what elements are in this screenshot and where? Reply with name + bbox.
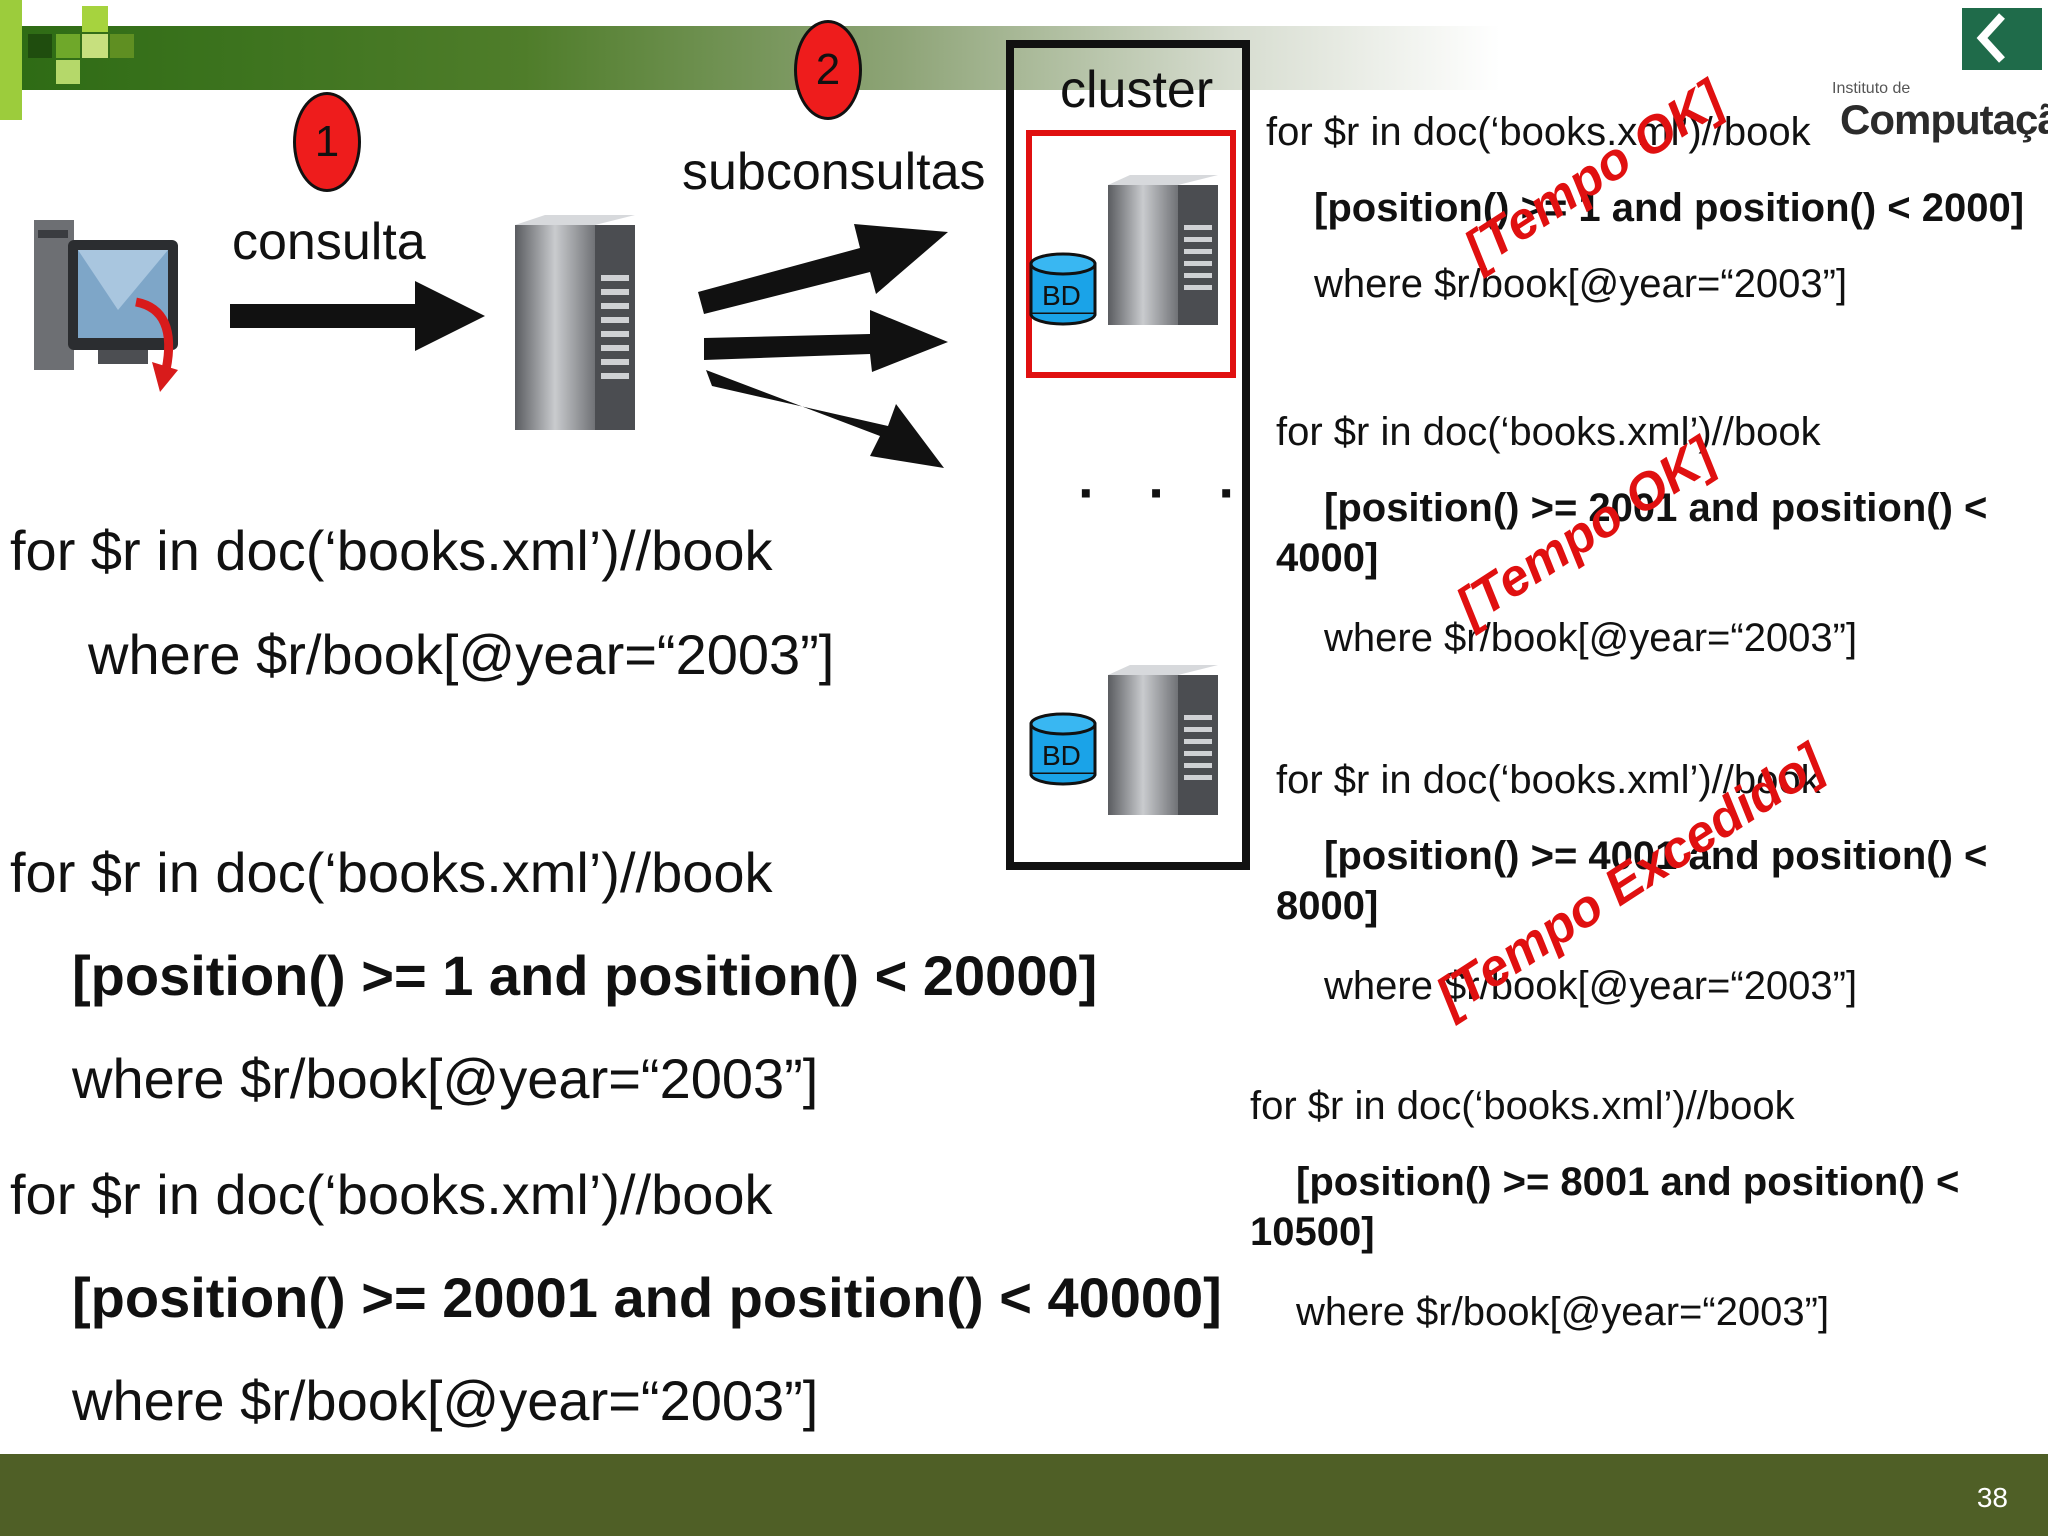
- main-query-line1: for $r in doc(‘books.xml’)//book: [10, 519, 773, 582]
- cluster-server-2-icon: [1108, 665, 1218, 815]
- right-subquery-3-line3: where $r/book[@year=“2003”]: [1324, 964, 1858, 1008]
- database-2-icon: [1029, 712, 1097, 786]
- db-label-1: BD: [1042, 280, 1081, 311]
- client-computer-icon: [34, 220, 178, 392]
- query-arrow: [230, 281, 485, 351]
- right-subquery-4-line2a: [position() >= 8001 and position() <: [1296, 1160, 1960, 1204]
- cluster-box: [1006, 40, 1250, 870]
- right-subquery-3-line2a: [position() >= 4001 and position() <: [1324, 834, 1988, 878]
- status-tag-1: [Tempo OK]: [1454, 69, 1734, 280]
- right-subquery-2-line2a: [position() >= 2001 and position() <: [1324, 486, 1988, 530]
- left-subquery-1-line3: where $r/book[@year=“2003”]: [72, 1047, 819, 1110]
- database-1-icon: [1029, 252, 1097, 326]
- cluster-label: cluster: [1060, 61, 1214, 119]
- step-badge-1: 1: [293, 92, 361, 192]
- right-subquery-2-line3: where $r/book[@year=“2003”]: [1324, 616, 1858, 660]
- cluster-server-1-icon: [1108, 175, 1218, 325]
- right-subquery-4-line2b: 10500]: [1250, 1210, 1375, 1254]
- subquery-arrows: [698, 224, 948, 468]
- header-squares-decoration: [0, 0, 140, 130]
- footer-bar: [0, 1454, 2048, 1536]
- right-subquery-1-line3: where $r/book[@year=“2003”]: [1314, 262, 1848, 306]
- left-subquery-2-line3: where $r/book[@year=“2003”]: [72, 1369, 819, 1432]
- logo-text: Computação: [1840, 96, 2048, 143]
- right-subquery-2-line2b: 4000]: [1276, 536, 1379, 580]
- highlighted-node: [1026, 130, 1236, 378]
- right-subquery-1-line2: [position() >= 1 and position() < 2000]: [1314, 186, 2025, 230]
- cluster-ellipsis: · · ·: [1078, 461, 1256, 524]
- left-subquery-1-line2: [position() >= 1 and position() < 20000]: [72, 944, 1098, 1007]
- logo-mark-icon: [1962, 8, 2042, 70]
- right-subquery-4-line3: where $r/book[@year=“2003”]: [1296, 1290, 1830, 1334]
- subconsultas-label: subconsultas: [682, 143, 986, 201]
- right-subquery-3-line1: for $r in doc(‘books.xml’)//book: [1276, 758, 1821, 802]
- slide-number: 38: [1976, 1482, 2008, 1513]
- left-subquery-2-line2: [position() >= 20001 and position() < 40…: [72, 1266, 1222, 1329]
- right-subquery-1-line1: for $r in doc(‘books.xml’)//book: [1266, 110, 1811, 154]
- institute-logo: Instituto de Computação: [1832, 8, 2048, 148]
- right-subquery-2-line1: for $r in doc(‘books.xml’)//book: [1276, 410, 1821, 454]
- left-subquery-2-line1: for $r in doc(‘books.xml’)//book: [10, 1163, 773, 1226]
- header-bar: [0, 26, 1500, 90]
- right-subquery-4-line1: for $r in doc(‘books.xml’)//book: [1250, 1084, 1795, 1128]
- step-badge-2: 2: [794, 20, 862, 120]
- logo-small-text: Instituto de: [1832, 80, 1911, 97]
- left-subquery-1-line1: for $r in doc(‘books.xml’)//book: [10, 841, 773, 904]
- right-subquery-3-line2b: 8000]: [1276, 884, 1379, 928]
- consulta-label: consulta: [232, 213, 426, 271]
- db-label-2: BD: [1042, 740, 1081, 771]
- coordinator-server-icon: [515, 215, 635, 430]
- status-tag-2: [Tempo OK]: [1446, 426, 1726, 637]
- main-query-line2: where $r/book[@year=“2003”]: [88, 623, 835, 686]
